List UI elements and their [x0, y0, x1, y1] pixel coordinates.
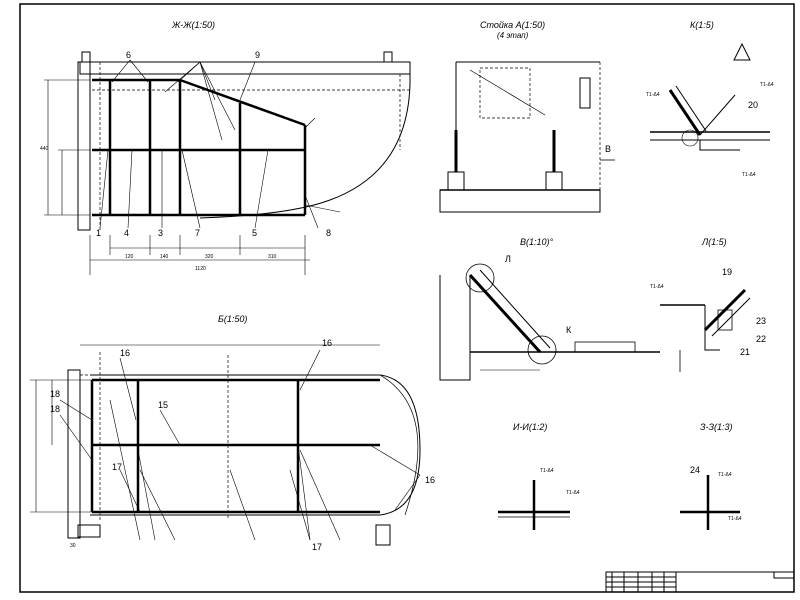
weld-k-3: Т1-Δ4 — [742, 172, 756, 178]
view-v: В(1:10)° Л К — [439, 237, 660, 381]
callout-21: 21 — [740, 347, 750, 357]
callout-16-plan-b: 16 — [322, 338, 332, 348]
title-section-i: И-И(1:2) — [513, 422, 547, 432]
title-main-elevation: Ж-Ж(1:50) — [171, 20, 215, 30]
dim-140-main: 140 — [160, 254, 169, 260]
callout-16-plan-c: 16 — [425, 475, 435, 485]
view-section-z: З-З(1:3) 24 Т1-Δ4 Т1-Δ4 — [680, 422, 742, 530]
callout-3-main: 3 — [158, 228, 163, 238]
title-block — [605, 571, 795, 593]
weld-k-1: Т1-Δ4 — [646, 92, 660, 98]
callout-17-plan-b: 17 — [312, 542, 322, 552]
callout-24: 24 — [690, 465, 700, 475]
weld-z-2: Т1-Δ4 — [728, 516, 742, 522]
weld-i-2: Т1-Δ4 — [566, 490, 580, 496]
callout-5-main: 5 — [252, 228, 257, 238]
callout-7-main: 7 — [195, 228, 200, 238]
view-main-elevation: Ж-Ж(1:50) — [40, 20, 411, 275]
callout-8-main: 8 — [326, 228, 331, 238]
callout-18-plan-a: 18 — [50, 389, 60, 399]
view-section-i: И-И(1:2) Т1-Δ4 Т1-Δ4 — [498, 422, 580, 530]
callout-9-main: 9 — [255, 50, 260, 60]
callout-4-main: 4 — [124, 228, 129, 238]
dim-1120-main: 1120 — [195, 266, 206, 272]
dim-30-plan: 30 — [70, 543, 76, 549]
callout-16-plan-a: 16 — [120, 348, 130, 358]
dim-310-main: 310 — [268, 254, 277, 260]
callout-letter-k: К — [566, 325, 572, 335]
callout-letter-l: Л — [505, 254, 511, 264]
title-section-z: З-З(1:3) — [700, 422, 733, 432]
title-plan-b: Б(1:50) — [218, 314, 247, 324]
dim-440-main: 440 — [40, 146, 49, 152]
callout-letter-v: В — [605, 144, 611, 154]
callout-17-plan-a: 17 — [112, 462, 122, 472]
callout-18-plan-b: 18 — [50, 404, 60, 414]
weld-k-2: Т1-Δ4 — [760, 82, 774, 88]
callout-20: 20 — [748, 100, 758, 110]
callout-6-main: 6 — [126, 50, 131, 60]
callout-19: 19 — [722, 267, 732, 277]
callout-23: 23 — [756, 316, 766, 326]
title-stoyka: Стойка А(1:50) — [480, 20, 545, 30]
sheet-frame — [19, 3, 795, 593]
view-stoyka: Стойка А(1:50) (4 этап) — [439, 20, 601, 213]
view-plan-b: Б(1:50) — [30, 314, 435, 552]
weld-z-1: Т1-Δ4 — [718, 472, 732, 478]
title-node-k: К(1:5) — [690, 20, 714, 30]
title-node-l: Л(1:5) — [701, 237, 727, 247]
view-node-k: К(1:5) 20 Т1-Δ4 Т1-Δ4 Т1-Δ4 — [646, 20, 774, 178]
callout-1-main: 1 — [96, 228, 101, 238]
view-node-l: Л(1:5) 19 21 22 23 Т1-Δ4 — [650, 237, 766, 372]
weld-i-1: Т1-Δ4 — [540, 468, 554, 474]
title-view-v: В(1:10)° — [520, 237, 554, 247]
callout-22: 22 — [756, 334, 766, 344]
weld-l-1: Т1-Δ4 — [650, 284, 664, 290]
subtitle-stoyka: (4 этап) — [497, 31, 529, 40]
dim-120-main: 120 — [125, 254, 134, 260]
callout-15: 15 — [158, 400, 168, 410]
dim-320-main: 320 — [205, 254, 214, 260]
